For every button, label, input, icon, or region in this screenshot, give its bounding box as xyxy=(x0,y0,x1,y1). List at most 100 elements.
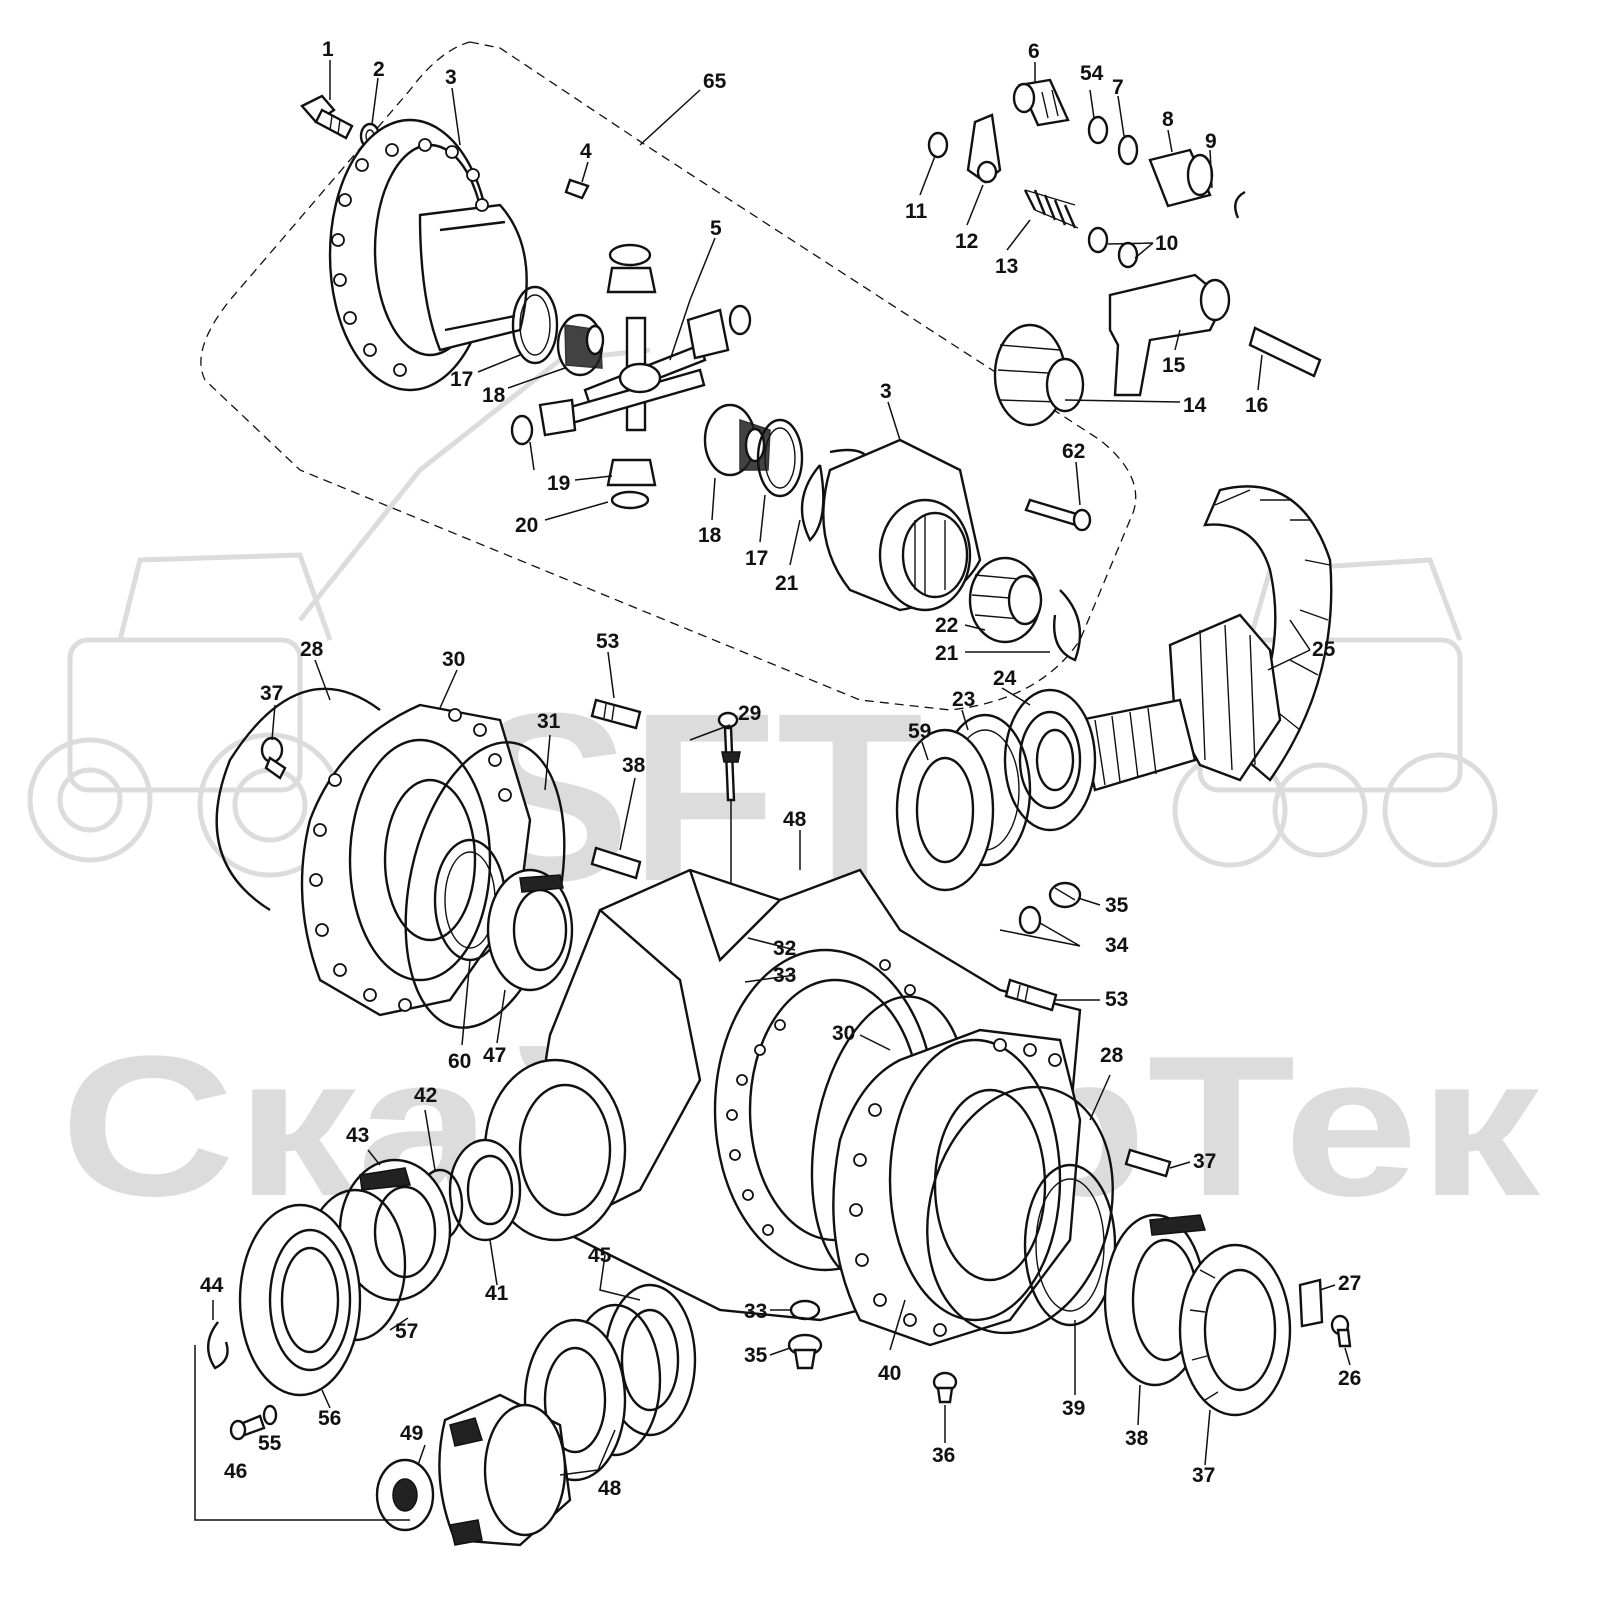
callout-label: 35 xyxy=(744,1344,768,1367)
callout-label: 18 xyxy=(482,384,506,407)
callout-label: 14 xyxy=(1183,394,1207,417)
callout-label: 62 xyxy=(1062,440,1085,463)
callout-label: 54 xyxy=(1080,62,1104,85)
lock-tab-part xyxy=(1298,1278,1324,1328)
callout-label: 40 xyxy=(878,1362,901,1385)
callout-label: 60 xyxy=(448,1050,471,1073)
dog-clutch-part xyxy=(968,556,1043,644)
callout-label: 37 xyxy=(1192,1464,1215,1487)
pin-part xyxy=(564,178,590,200)
lever-part xyxy=(966,113,1002,184)
plug-part xyxy=(260,736,287,780)
friction-disc-part xyxy=(523,1283,697,1482)
breather-part xyxy=(590,698,642,730)
bolt-part xyxy=(300,94,354,140)
callout-label: 12 xyxy=(955,230,978,253)
callout-label: 9 xyxy=(1205,130,1217,153)
callout-label: 48 xyxy=(598,1477,622,1500)
callout-label: 10 xyxy=(1155,232,1178,255)
spring-part xyxy=(1023,189,1079,229)
callout-label: 41 xyxy=(485,1282,509,1305)
callout-label: 48 xyxy=(783,808,807,831)
callout-label: 27 xyxy=(1338,1272,1361,1295)
callout-label: 1 xyxy=(322,38,334,61)
callout-label: 45 xyxy=(588,1244,612,1267)
callout-label: 38 xyxy=(622,754,646,777)
bearing-part xyxy=(486,868,574,992)
callout-label: 5 xyxy=(710,217,722,240)
callout-label: 3 xyxy=(445,66,457,89)
callout-label: 37 xyxy=(1193,1150,1216,1173)
callout-label: 43 xyxy=(346,1124,369,1147)
callout-label: 38 xyxy=(1125,1427,1149,1450)
callout-label: 47 xyxy=(483,1044,506,1067)
callout-label: 26 xyxy=(1338,1367,1361,1390)
sliding-collar-part xyxy=(993,323,1085,427)
callout-label: 53 xyxy=(1105,988,1128,1011)
callout-label: 17 xyxy=(450,368,473,391)
callout-label: 39 xyxy=(1062,1397,1085,1420)
output-flange-group xyxy=(207,1138,697,1547)
plug-part xyxy=(787,1333,823,1370)
o-ring-part xyxy=(926,1085,1114,1335)
callout-label: 28 xyxy=(300,638,324,661)
assembly-boundary-dashed xyxy=(200,41,1137,711)
callout-label: 22 xyxy=(935,614,958,637)
shift-mechanism-group xyxy=(927,78,1322,427)
callout-label: 19 xyxy=(547,472,570,495)
callout-labels: 1 2 3 4 5 65 6 54 7 8 9 11 12 13 10 15 1… xyxy=(200,38,1361,1500)
breather-part xyxy=(1004,978,1058,1012)
thrust-washer-part xyxy=(511,285,559,365)
callout-label: 49 xyxy=(400,1422,423,1445)
callout-label: 2 xyxy=(373,58,385,81)
pin-part xyxy=(590,846,642,880)
callout-label: 44 xyxy=(200,1274,224,1297)
snap-ring-part xyxy=(800,464,825,543)
callout-label: 4 xyxy=(580,140,592,163)
callout-label: 6 xyxy=(1028,40,1040,63)
callout-label: 17 xyxy=(745,547,768,570)
differential-housing-left xyxy=(328,118,528,392)
bearing-part xyxy=(1003,688,1097,832)
crown-wheel-pinion xyxy=(1078,485,1333,792)
callout-label: 30 xyxy=(442,648,465,671)
callout-label: 23 xyxy=(952,688,975,711)
callout-label: 32 xyxy=(773,937,796,960)
bolt-part xyxy=(1024,498,1092,532)
callout-label: 53 xyxy=(596,630,619,653)
leader-lines xyxy=(194,60,1351,1521)
output-yoke-part xyxy=(375,1393,572,1547)
callout-label: 35 xyxy=(1105,894,1129,917)
shim-part xyxy=(1023,1163,1117,1327)
shift-fork-part xyxy=(1108,273,1231,397)
ring-part xyxy=(1018,905,1042,935)
plug-part xyxy=(932,1371,958,1404)
washer-part xyxy=(789,1299,821,1321)
bushing-part xyxy=(1148,148,1214,208)
lock-plate-part xyxy=(1178,1243,1292,1417)
output-cover-part xyxy=(238,1203,362,1397)
callout-label: 13 xyxy=(995,255,1018,278)
callout-label: 33 xyxy=(773,964,796,987)
axle-flange-housing xyxy=(832,1028,1082,1347)
plug-part xyxy=(1048,881,1082,909)
callout-label: 42 xyxy=(414,1084,437,1107)
callout-label: 33 xyxy=(744,1300,767,1323)
callout-label: 21 xyxy=(935,642,959,665)
bolt-part xyxy=(229,1414,266,1441)
callout-label: 31 xyxy=(537,710,561,733)
callout-label: 56 xyxy=(318,1407,341,1430)
bearing-part xyxy=(338,1158,452,1302)
callout-label: 46 xyxy=(224,1460,247,1483)
callout-label: 8 xyxy=(1162,108,1174,131)
callout-label: 3 xyxy=(880,380,892,403)
callout-label: 15 xyxy=(1162,354,1186,377)
callout-label: 25 xyxy=(1312,638,1336,661)
snap-ring-part xyxy=(207,1321,229,1370)
callout-label: 30 xyxy=(832,1022,855,1045)
o-ring-part xyxy=(215,687,381,912)
callout-label: 34 xyxy=(1105,934,1129,957)
shift-rod-part xyxy=(1248,326,1322,378)
nut-part xyxy=(927,131,949,159)
